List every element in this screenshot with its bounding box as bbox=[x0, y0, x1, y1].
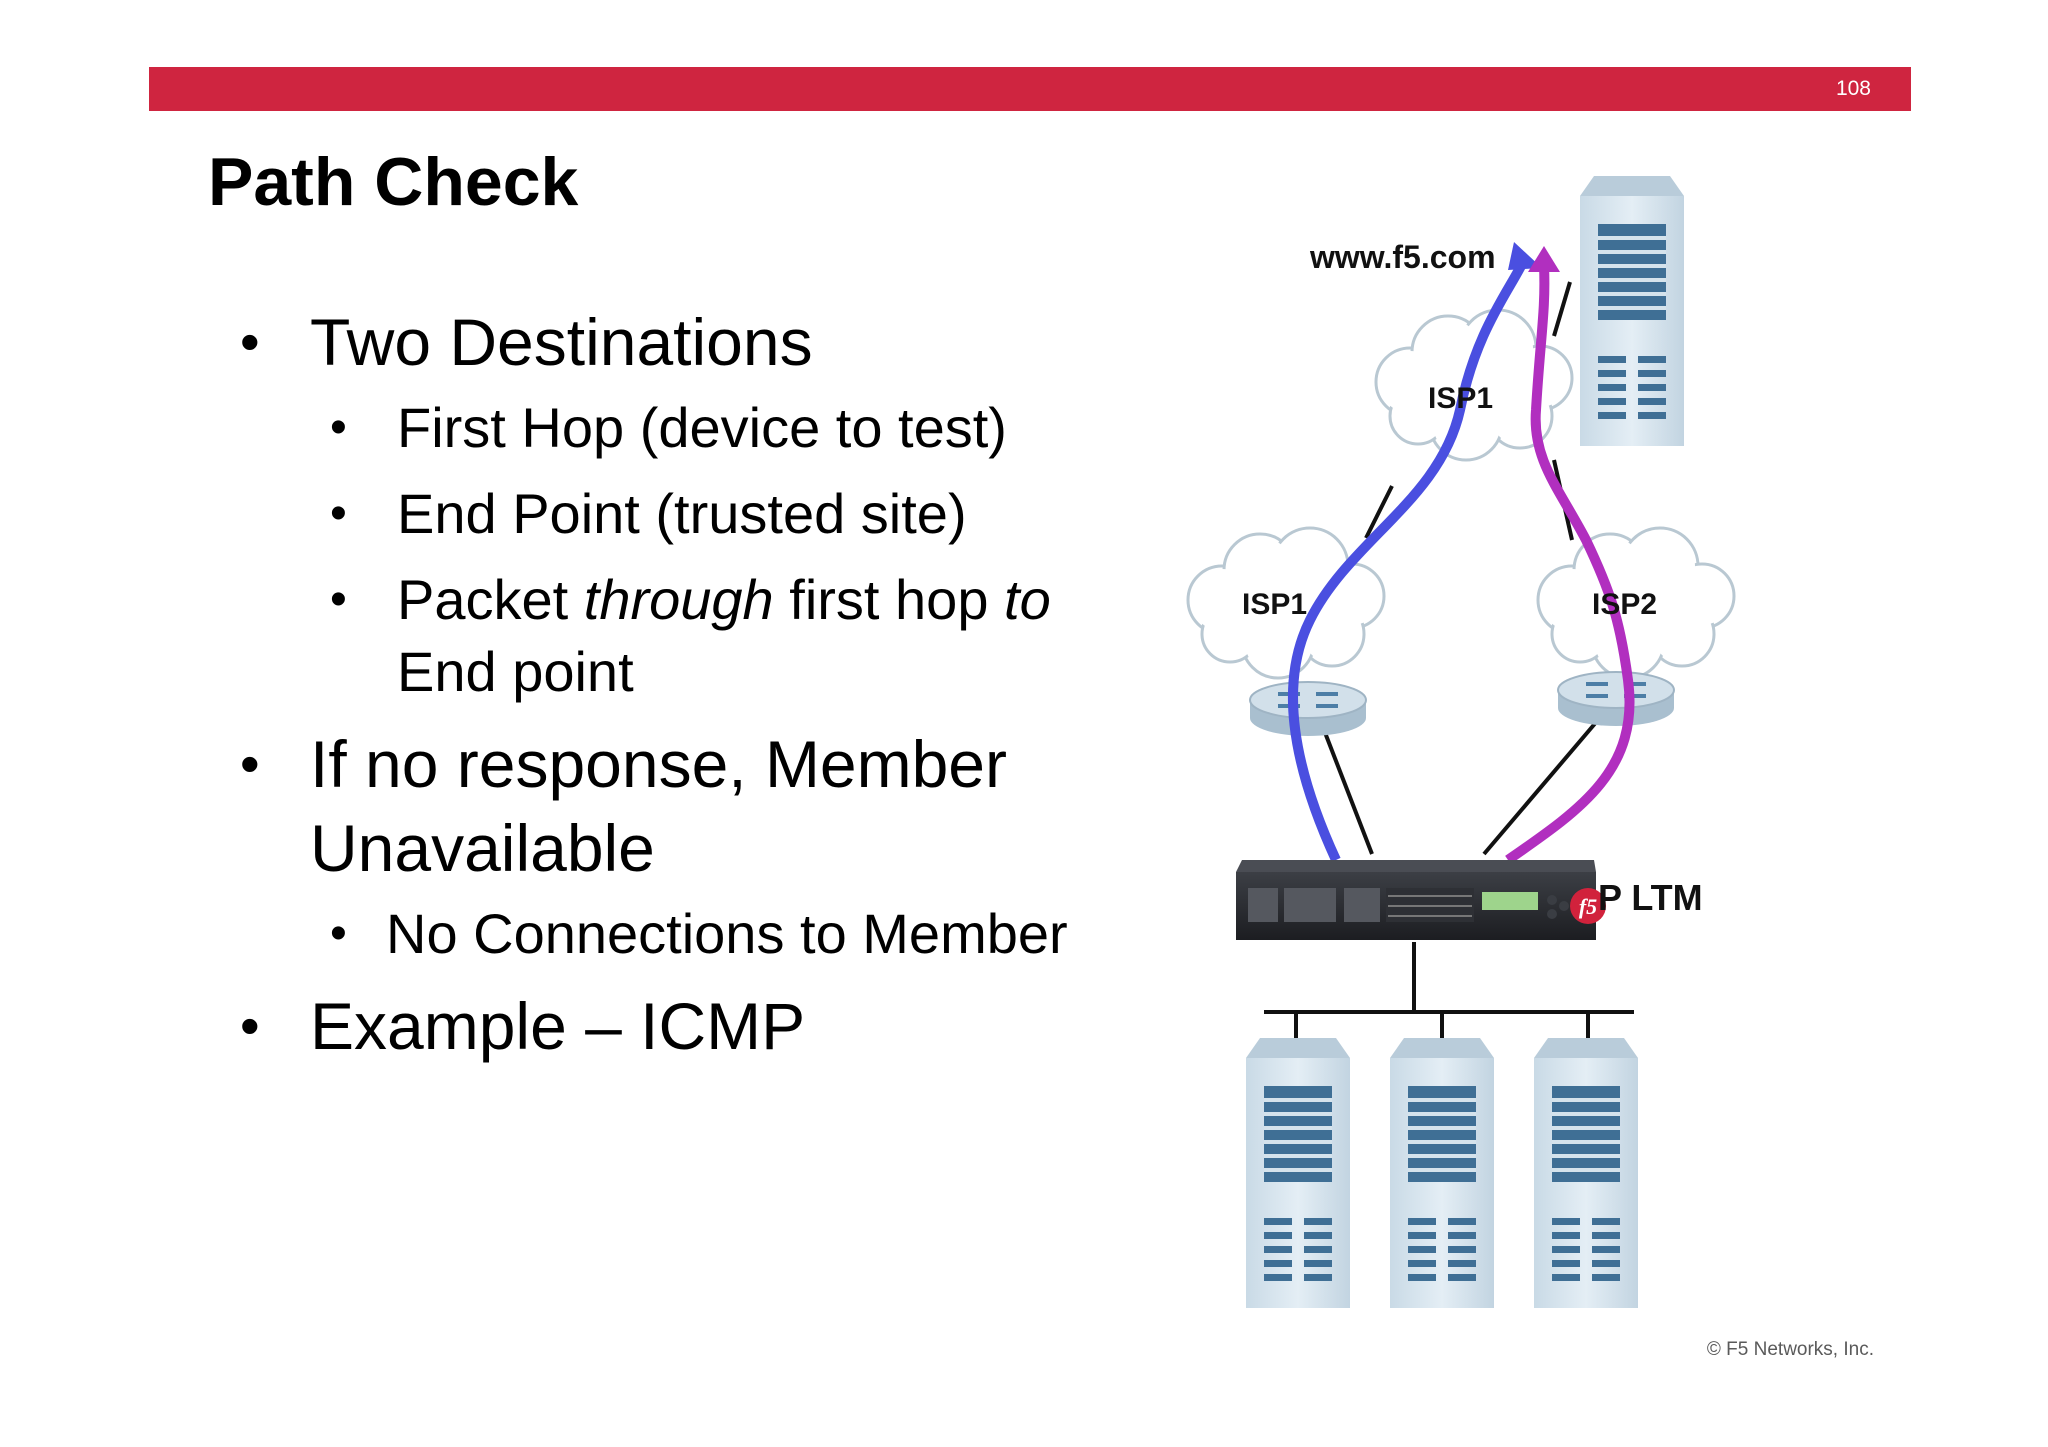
bullet-dot-icon: • bbox=[330, 401, 347, 454]
bullet-text: Two Destinations bbox=[310, 305, 813, 379]
bullet-dot-icon: • bbox=[240, 310, 260, 373]
bullet-item: • If no response, Member Unavailable bbox=[240, 722, 1120, 890]
bullet-dot-icon: • bbox=[330, 907, 347, 960]
bullet-dot-icon: • bbox=[330, 487, 347, 540]
sub-bullet-list: • First Hop (device to test) • End Point… bbox=[240, 392, 1120, 708]
sub-bullet-emphasis: to bbox=[1004, 568, 1051, 631]
path-blue bbox=[1288, 242, 1542, 863]
sub-bullet-text-part: Packet bbox=[397, 568, 584, 631]
svg-text:f5: f5 bbox=[1579, 894, 1597, 919]
pool-member-server-icon bbox=[1532, 1036, 1640, 1310]
bullet-text: Example – ICMP bbox=[310, 989, 806, 1063]
router-right-icon bbox=[1556, 670, 1676, 728]
bullet-item: • Example – ICMP bbox=[240, 984, 1120, 1068]
destination-server-icon bbox=[1578, 174, 1686, 448]
isp-left-label: ISP1 bbox=[1242, 588, 1307, 621]
copyright-footer: © F5 Networks, Inc. bbox=[1706, 1339, 1874, 1360]
header-bar: 108 bbox=[149, 67, 1911, 111]
bullet-text: If no response, Member bbox=[310, 727, 1007, 801]
bullet-dot-icon: • bbox=[240, 732, 260, 795]
pool-member-server-icon bbox=[1244, 1036, 1352, 1310]
sub-bullet-item: • Packet through first hop to End point bbox=[240, 564, 1120, 708]
bullet-list: • Two Destinations • First Hop (device t… bbox=[240, 300, 1120, 1078]
network-diagram: f5 www.f5.com ISP1 ISP1 ISP2 P LTM bbox=[1186, 174, 1736, 1310]
device-label: P LTM bbox=[1598, 877, 1703, 918]
sub-bullet-emphasis: through bbox=[583, 568, 774, 631]
sub-bullet-text-part: End point bbox=[397, 640, 634, 703]
link-lines bbox=[1264, 281, 1634, 1038]
bullet-dot-icon: • bbox=[240, 994, 260, 1057]
sub-bullet-text: No Connections to Member bbox=[386, 902, 1068, 965]
sub-bullet-list: • No Connections to Member bbox=[240, 898, 1120, 970]
isp-right-label: ISP2 bbox=[1592, 588, 1657, 621]
pool-member-server-icon bbox=[1388, 1036, 1496, 1310]
sub-bullet-item: • First Hop (device to test) bbox=[240, 392, 1120, 464]
bullet-item: • Two Destinations bbox=[240, 300, 1120, 384]
sub-bullet-item: • No Connections to Member bbox=[240, 898, 1120, 970]
bullet-dot-icon: • bbox=[330, 573, 347, 626]
site-label: www.f5.com bbox=[1309, 239, 1496, 275]
router-left-icon bbox=[1248, 680, 1368, 738]
isp-top-label: ISP1 bbox=[1428, 382, 1493, 415]
page-number: 108 bbox=[1835, 77, 1871, 100]
bullet-text: Unavailable bbox=[310, 811, 655, 885]
slide-title: Path Check bbox=[208, 144, 579, 220]
bigip-ltm-device-icon: f5 bbox=[1236, 860, 1606, 940]
sub-bullet-text-part: first hop bbox=[773, 568, 1005, 631]
sub-bullet-item: • End Point (trusted site) bbox=[240, 478, 1120, 550]
path-purple bbox=[1505, 246, 1635, 865]
sub-bullet-text: First Hop (device to test) bbox=[397, 396, 1007, 459]
sub-bullet-text: End Point (trusted site) bbox=[397, 482, 967, 545]
